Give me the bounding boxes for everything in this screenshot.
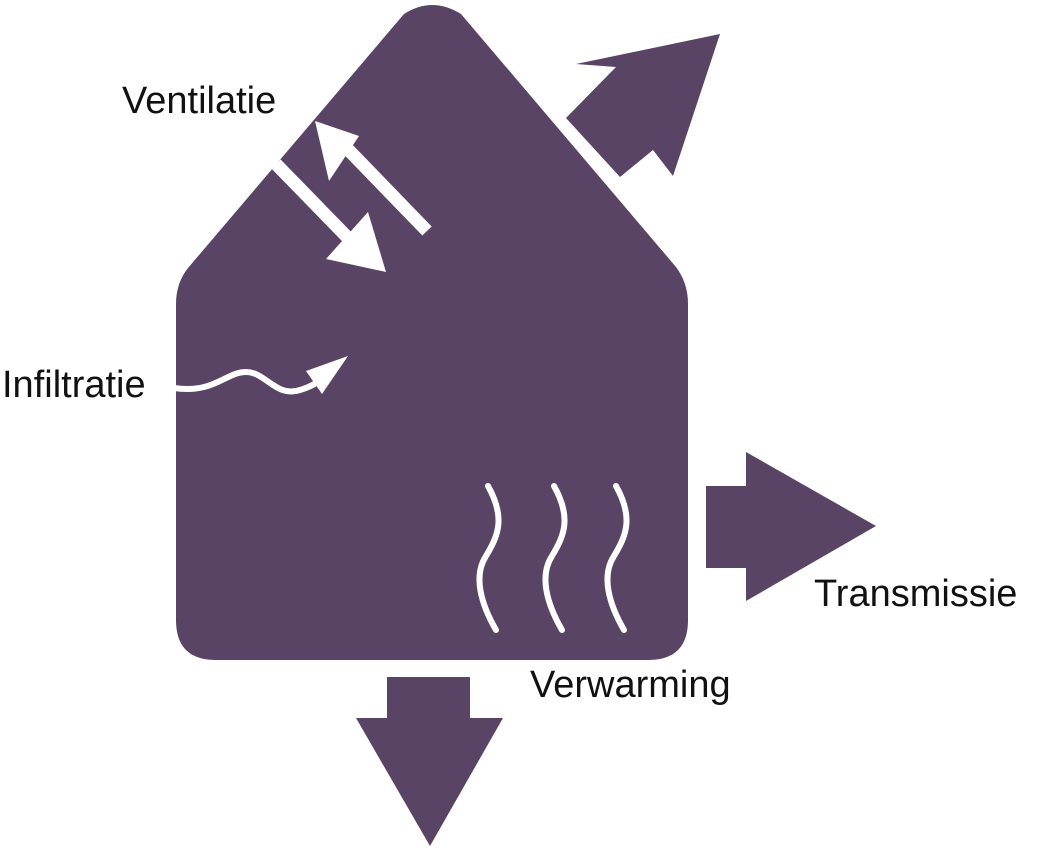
arrow-right-icon bbox=[706, 452, 876, 601]
transmission-label: Transmissie bbox=[814, 573, 1018, 615]
arrow-down-icon bbox=[356, 677, 503, 846]
ventilation-label: Ventilatie bbox=[122, 80, 277, 122]
wavy-arrow-icon bbox=[171, 356, 348, 395]
heating-label: Verwarming bbox=[530, 664, 731, 706]
arrow-up-right-icon bbox=[566, 34, 720, 177]
two-way-arrow-icon bbox=[271, 121, 432, 272]
heat-waves-icon bbox=[476, 483, 630, 633]
infiltration-label: Infiltratie bbox=[2, 364, 146, 406]
